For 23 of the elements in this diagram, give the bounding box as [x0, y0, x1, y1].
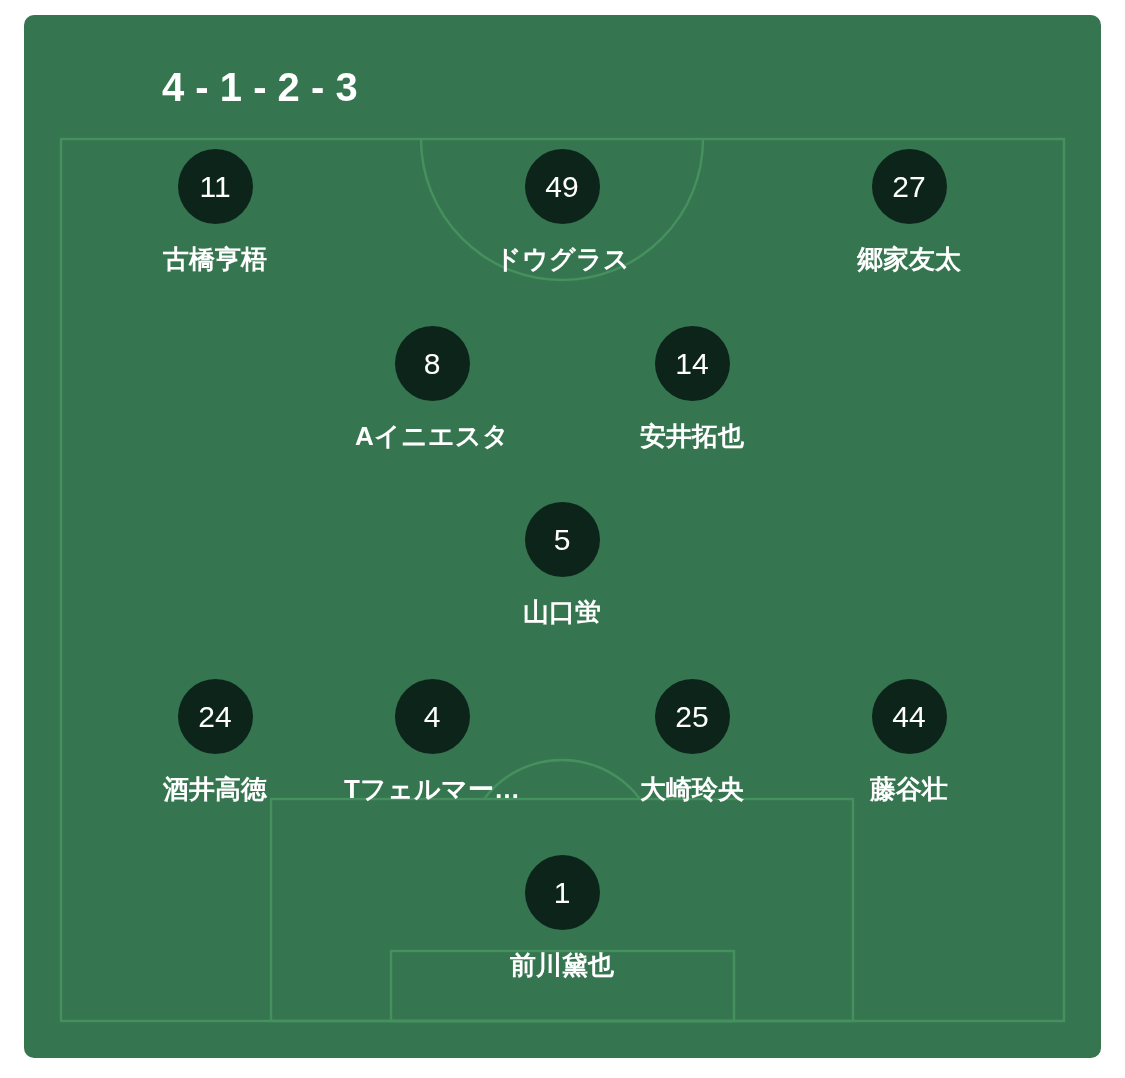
player-name: Tフェルマー… — [344, 774, 520, 804]
player-name: 安井拓也 — [640, 421, 744, 451]
player-marker: 11 — [177, 148, 253, 224]
player-marker: 24 — [177, 678, 253, 754]
player-marker: 25 — [654, 678, 730, 754]
player-name: 大崎玲央 — [640, 774, 744, 804]
player-marker: 49 — [524, 148, 600, 224]
player-marker: 1 — [524, 854, 600, 930]
player-marker: 14 — [654, 325, 730, 401]
player-name: 藤谷壮 — [870, 774, 948, 804]
player-name: Aイニエスタ — [355, 421, 509, 451]
player-marker: 5 — [524, 501, 600, 577]
player-name: 前川黛也 — [510, 950, 614, 980]
player-marker: 44 — [871, 678, 947, 754]
player-name: 古橋亨梧 — [163, 244, 267, 274]
formation-title: 4 - 1 - 2 - 3 — [162, 64, 358, 110]
player-name: 酒井高徳 — [163, 774, 267, 804]
player-marker: 8 — [394, 325, 470, 401]
player-name: 山口蛍 — [523, 597, 601, 627]
player-marker: 27 — [871, 148, 947, 224]
player-name: 郷家友太 — [857, 244, 961, 274]
player-marker: 4 — [394, 678, 470, 754]
player-name: ドウグラス — [494, 244, 630, 274]
